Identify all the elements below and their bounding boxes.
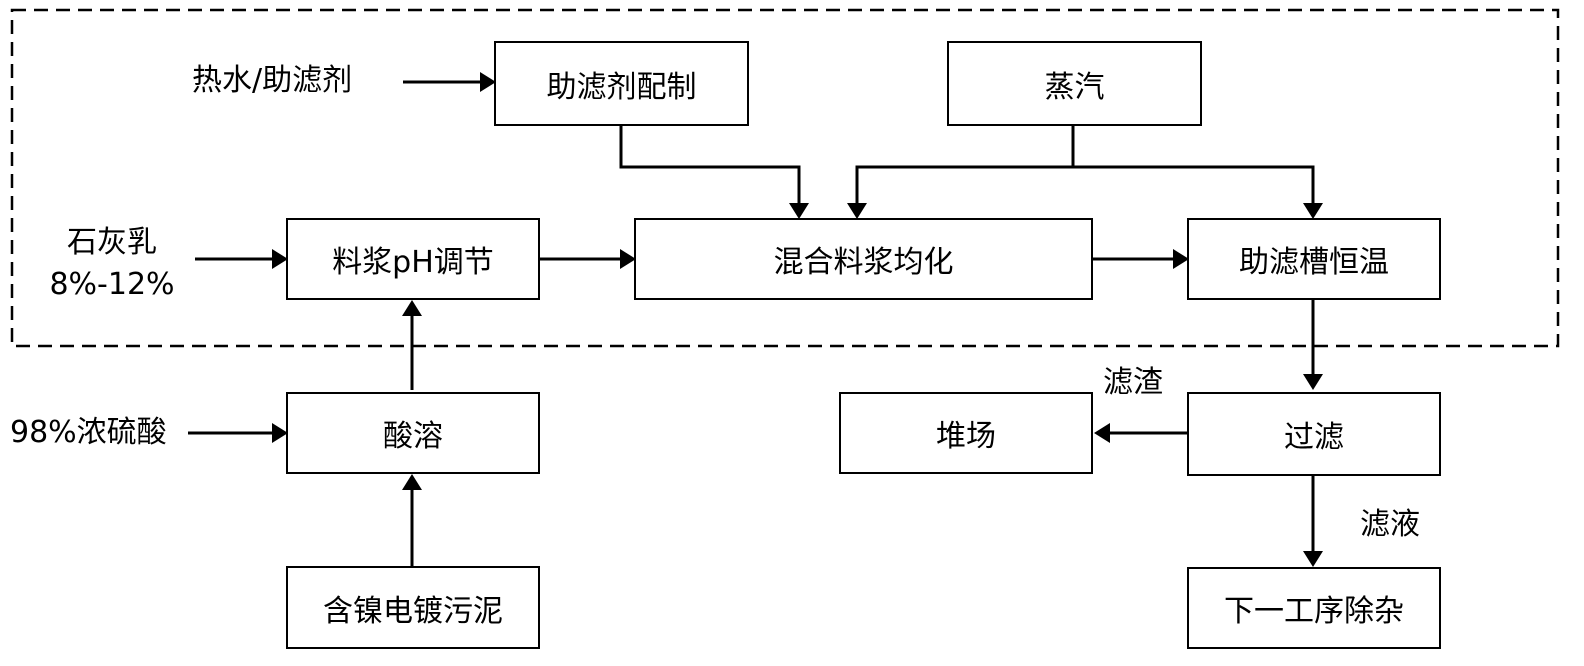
arrowhead: [272, 423, 288, 443]
edge-label-filtrate: 滤液: [1360, 507, 1420, 542]
input-hot-water-aid: 热水/助滤剂: [192, 63, 353, 98]
node-tank-constant-temp: 助滤槽恒温: [1187, 218, 1441, 300]
arrowhead: [402, 474, 422, 490]
input-lime-milk-concentration: 8%-12%: [49, 267, 175, 302]
node-stockyard: 堆场: [839, 392, 1093, 474]
connector-steam-to-tank: [1073, 165, 1315, 205]
connector-steam-to-mix: [855, 165, 1073, 205]
node-filtration: 过滤: [1187, 392, 1441, 476]
node-steam: 蒸汽: [947, 41, 1202, 126]
arrowhead: [480, 72, 496, 92]
dashed-process-boundary: [10, 8, 1560, 348]
node-filter-aid-prep: 助滤剂配制: [494, 41, 749, 126]
arrowhead: [1094, 423, 1110, 443]
arrowhead: [1303, 203, 1323, 219]
edge-label-residue: 滤渣: [1103, 365, 1163, 400]
node-mix-homogenize: 混合料浆均化: [634, 218, 1093, 300]
arrowhead: [847, 203, 867, 219]
node-next-step: 下一工序除杂: [1187, 567, 1441, 649]
arrowhead: [789, 203, 809, 219]
node-sludge: 含镍电镀污泥: [286, 566, 540, 649]
arrowhead: [1303, 551, 1323, 567]
arrowhead: [402, 300, 422, 316]
arrowhead: [272, 249, 288, 269]
connector-aidprep-to-mix: [619, 126, 801, 205]
arrowhead: [1173, 249, 1189, 269]
arrowhead: [620, 249, 636, 269]
input-lime-milk: 石灰乳: [67, 225, 157, 260]
input-sulfuric-acid: 98%浓硫酸: [10, 415, 167, 450]
node-slurry-ph: 料浆pH调节: [286, 218, 540, 300]
arrowhead: [1303, 374, 1323, 390]
node-acid-dissolve: 酸溶: [286, 392, 540, 474]
